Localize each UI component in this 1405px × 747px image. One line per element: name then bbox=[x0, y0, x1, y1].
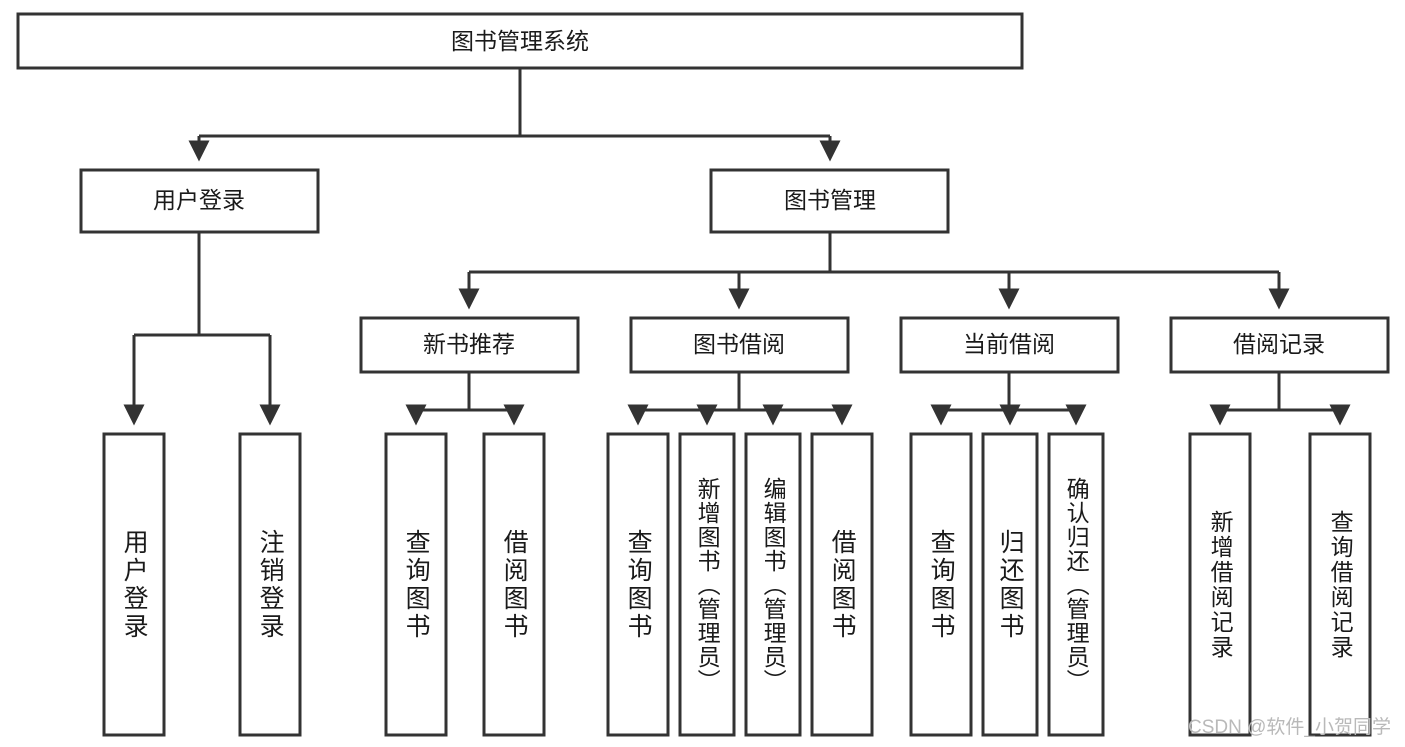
leaf-box-query-book-1[interactable] bbox=[384, 432, 448, 737]
node-user-login[interactable]: 用户登录 bbox=[79, 168, 320, 234]
node-new-book-recommend[interactable]: 新书推荐 bbox=[359, 316, 580, 374]
leaf-label-add-borrow-record: 新增借阅记录 bbox=[1207, 509, 1234, 660]
node-new-book-recommend-label: 新书推荐 bbox=[423, 331, 515, 357]
leaf-label-confirm-return: 确认归还（管理员） bbox=[1063, 476, 1090, 693]
node-root-box[interactable] bbox=[16, 12, 1024, 70]
leaf-box-logout[interactable] bbox=[238, 432, 302, 737]
node-current-borrow-label: 当前借阅 bbox=[963, 331, 1055, 357]
leaf-label-query-book-2: 查询图书 bbox=[624, 528, 653, 641]
node-book-management[interactable]: 图书管理 bbox=[709, 168, 950, 234]
node-book-management-box[interactable] bbox=[709, 168, 950, 234]
connector-group bbox=[123, 68, 1351, 426]
node-new-book-recommend-box[interactable] bbox=[359, 316, 580, 374]
leaf-box-confirm-return[interactable] bbox=[1047, 432, 1105, 737]
node-borrow-record[interactable]: 借阅记录 bbox=[1169, 316, 1390, 374]
node-user-login-label: 用户登录 bbox=[153, 187, 245, 213]
leaf-box-edit-book[interactable] bbox=[744, 432, 802, 737]
leaf-box-user-login[interactable] bbox=[102, 432, 166, 737]
node-book-management-label: 图书管理 bbox=[784, 187, 876, 213]
node-root[interactable]: 图书管理系统 bbox=[16, 12, 1024, 70]
leaf-label-user-login: 用户登录 bbox=[120, 528, 149, 641]
node-book-borrow-box[interactable] bbox=[629, 316, 850, 374]
leaf-label-borrow-book-2: 借阅图书 bbox=[828, 528, 857, 641]
leaf-box-add-book[interactable] bbox=[678, 432, 736, 737]
leaf-box-add-borrow-record[interactable] bbox=[1188, 432, 1252, 737]
leaf-box-query-book-2[interactable] bbox=[606, 432, 670, 737]
leaf-label-logout: 注销登录 bbox=[256, 528, 285, 641]
leaf-label-add-book: 新增图书（管理员） bbox=[694, 476, 721, 693]
node-current-borrow[interactable]: 当前借阅 bbox=[899, 316, 1120, 374]
leaf-box-group bbox=[102, 432, 1372, 737]
leaf-label-borrow-book-1: 借阅图书 bbox=[500, 528, 529, 641]
node-book-borrow[interactable]: 图书借阅 bbox=[629, 316, 850, 374]
leaf-label-query-book-3: 查询图书 bbox=[927, 528, 956, 641]
node-borrow-record-box[interactable] bbox=[1169, 316, 1390, 374]
leaf-box-return-book[interactable] bbox=[981, 432, 1039, 737]
leaf-label-query-borrow-record: 查询借阅记录 bbox=[1327, 509, 1354, 660]
leaf-box-query-borrow-record[interactable] bbox=[1308, 432, 1372, 737]
node-current-borrow-box[interactable] bbox=[899, 316, 1120, 374]
leaf-label-query-book-1: 查询图书 bbox=[402, 528, 431, 641]
node-root-label: 图书管理系统 bbox=[451, 28, 589, 54]
leaf-box-query-book-3[interactable] bbox=[909, 432, 973, 737]
node-book-borrow-label: 图书借阅 bbox=[693, 331, 785, 357]
leaf-label-edit-book: 编辑图书（管理员） bbox=[760, 476, 787, 693]
leaf-box-borrow-book-2[interactable] bbox=[810, 432, 874, 737]
leaf-box-borrow-book-1[interactable] bbox=[482, 432, 546, 737]
csdn-watermark: CSDN @软件_小贺同学 bbox=[1188, 717, 1391, 738]
leaf-label-return-book: 归还图书 bbox=[996, 528, 1025, 641]
node-borrow-record-label: 借阅记录 bbox=[1233, 331, 1325, 357]
node-user-login-box[interactable] bbox=[79, 168, 320, 234]
